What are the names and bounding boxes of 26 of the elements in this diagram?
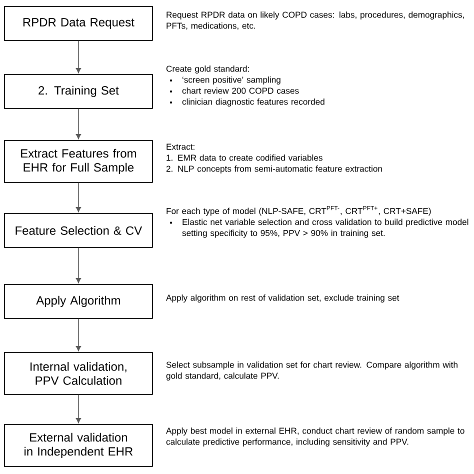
- note-text: Select subsample in validation set for chart review. Compare algorithm with gold standard, calculate PPV.: [166, 361, 458, 380]
- process-box: Apply Algorithm: [4, 284, 153, 319]
- arrow: [76, 182, 82, 212]
- process-box: 2. Training Set: [4, 74, 153, 109]
- note-text: Extract:: [166, 144, 194, 150]
- process-box: RPDR Data Request: [4, 6, 153, 41]
- note-text: Apply best model in external EHR, conduct chart review of random sample to calculate predictive performance, including sensitivity and PPV.: [166, 427, 464, 446]
- note-text: clinician diagnostic features recorded: [182, 98, 324, 106]
- note-text: ‘screen positive’ sampling: [182, 76, 280, 84]
- note-text: Request RPDR data on likely COPD cases: labs, procedures, demographics, PFTs, medications, etc.: [166, 11, 464, 30]
- arrow: [76, 394, 82, 424]
- arrow: [76, 40, 82, 74]
- note-text: For each type of model (NLP-SAFE, CRT$^{PFT-}$, CRT$^{PFT+}$, CRT+SAFE): [166, 206, 431, 216]
- process-box: External validation in Independent EHR: [4, 424, 153, 467]
- process-box: Extract Features from EHR for Full Sample: [4, 140, 153, 183]
- process-box: Internal validation, PPV Calculation: [4, 352, 153, 395]
- note-text: Elastic net variable selection and cross validation to build predictive model setting specificity to 95%, PPV > 90% in training set.: [182, 218, 468, 238]
- arrow: [76, 318, 82, 352]
- note-text: chart review 200 COPD cases: [182, 87, 299, 94]
- note-text: 1. EMR data to create codified variables: [166, 154, 322, 161]
- note-text: 2. NLP concepts from semi-automatic feature extraction: [166, 165, 382, 174]
- arrow: [76, 248, 82, 284]
- note-text: Create gold standard:: [166, 65, 249, 74]
- arrow: [76, 108, 82, 140]
- process-box: Feature Selection & CV: [4, 213, 153, 248]
- note-text: Apply algorithm on rest of validation set, exclude training set: [166, 294, 400, 302]
